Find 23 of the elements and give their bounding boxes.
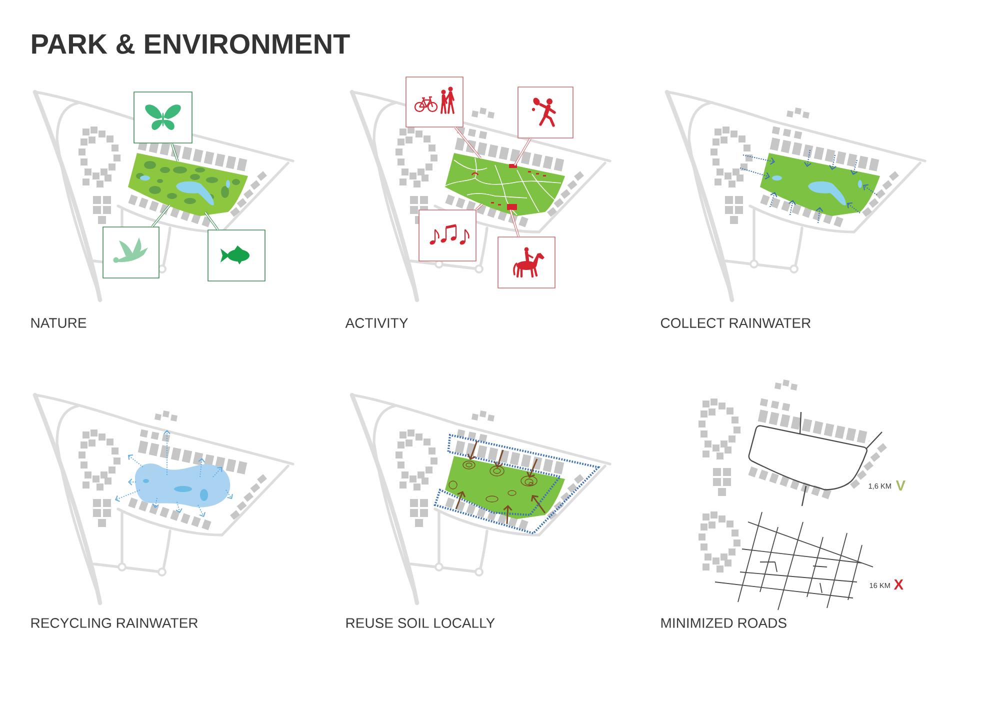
park-area xyxy=(760,153,880,216)
panel-heading: COLLECT RAINWATER xyxy=(660,318,811,328)
panel-heading: ACTIVITY xyxy=(345,318,408,328)
picture-frame xyxy=(418,210,476,262)
picture-frame xyxy=(208,230,266,282)
leader-line xyxy=(204,212,219,230)
picture-frame xyxy=(518,86,574,138)
park-area xyxy=(444,153,565,216)
leader-line xyxy=(454,126,482,159)
park-area xyxy=(128,153,248,216)
leader-line xyxy=(476,203,484,210)
park-area xyxy=(445,456,565,519)
page-title: PARK & ENVIRONMENT xyxy=(32,34,350,54)
panel-heading: MINIMIZED ROADS xyxy=(661,618,786,628)
panel-heading: NATURE xyxy=(31,318,86,328)
leader-line xyxy=(509,210,520,237)
panel-heading: RECYCLING RAINWATER xyxy=(31,618,198,628)
panel-heading: REUSE SOIL LOCALLY xyxy=(346,618,495,628)
leader-line xyxy=(151,204,171,228)
approval-mark: V xyxy=(896,480,906,491)
leader-line xyxy=(514,138,532,166)
leader-line xyxy=(170,143,179,162)
rejection-mark: X xyxy=(894,579,904,590)
